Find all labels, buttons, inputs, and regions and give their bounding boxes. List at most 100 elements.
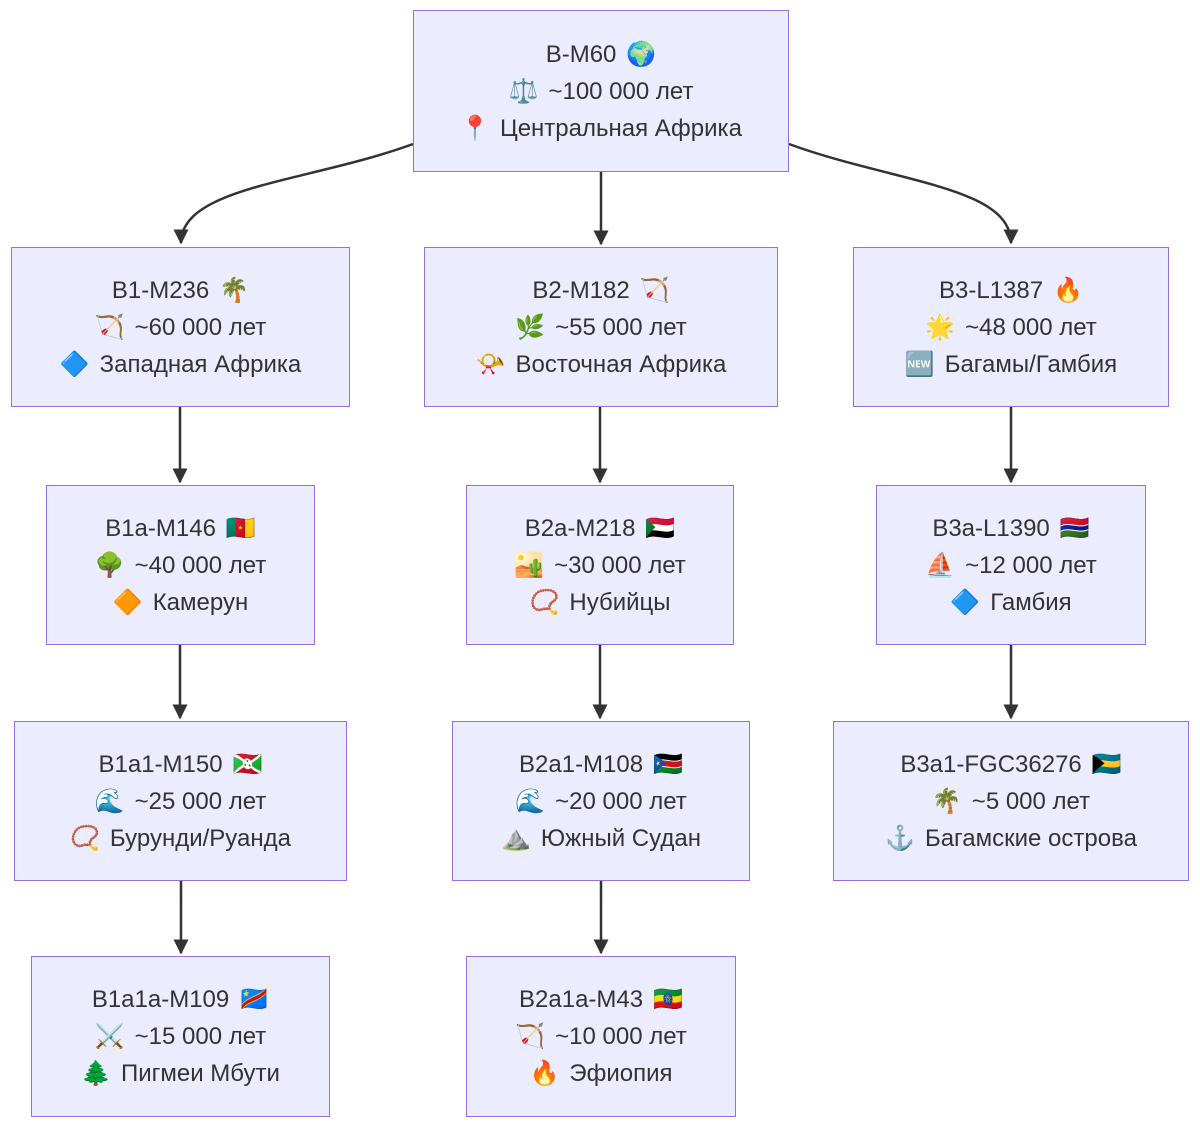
flag-sudan-icon: 🇸🇩 [645,514,676,542]
age-label: ~25 000 лет [134,787,267,815]
large-orange-diamond-icon: 🔶 [112,588,143,616]
flag-south-sudan-icon: 🇸🇸 [653,750,683,778]
bow-and-arrow-icon: 🏹 [639,276,670,304]
node-title: B2a1-M108 🇸🇸 [519,746,683,783]
node-title: B1a1a-M109 🇨🇩 [92,981,269,1018]
haplogroup-label: B1a1-M150 [98,750,223,778]
anchor-icon: ⚓ [885,824,915,852]
large-blue-diamond-icon: 🔷 [950,588,981,616]
node-age: 🌿 ~55 000 лет [515,309,687,346]
haplogroup-label: B1-M236 [111,276,210,304]
place-label: Эфиопия [569,1060,673,1087]
haplogroup-label: B3a-L1390 [932,514,1050,542]
evergreen-tree-icon: 🌲 [81,1060,111,1087]
place-label: Нубийцы [569,588,671,616]
place-label: Западная Африка [99,350,302,378]
place-label: Бурунди/Руанда [109,824,291,852]
bow-and-arrow-icon: 🏹 [515,1023,546,1050]
age-label: ~20 000 лет [555,787,687,815]
age-label: ~100 000 лет [548,77,694,105]
node-place: 📿 Нубийцы [529,584,670,621]
haplogroup-label: B3-L1387 [939,276,1044,304]
water-wave-icon: 🌊 [515,787,546,815]
node-b2a1a-m43: B2a1a-M43 🇪🇹 🏹 ~10 000 лет 🔥 Эфиопия [466,956,736,1117]
large-blue-diamond-icon: 🔷 [59,350,90,378]
edge-b-m60-to-b1-m236 [173,142,414,245]
node-b2-m182: B2-M182 🏹 🌿 ~55 000 лет 📯 Восточная Афри… [424,247,778,407]
node-b1a1-m150: B1a1-M150 🇧🇮 🌊 ~25 000 лет 📿 Бурунди/Руа… [14,721,347,881]
age-label: ~40 000 лет [134,551,267,579]
node-age: 🌊 ~20 000 лет [515,783,687,820]
postal-horn-icon: 📯 [475,350,506,378]
node-b3a1-fgc36276: B3a1-FGC36276 🇧🇸 🌴 ~5 000 лет ⚓ Багамски… [833,721,1189,881]
node-b2a-m218: B2a-M218 🇸🇩 🏜️ ~30 000 лет 📿 Нубийцы [466,485,734,645]
haplogroup-label: B2-M182 [532,276,630,304]
desert-icon: 🏜️ [514,551,545,579]
flag-bahamas-icon: 🇧🇸 [1091,750,1122,778]
crossed-swords-icon: ⚔️ [94,1023,125,1050]
place-label: Багамы/Гамбия [944,350,1118,378]
balance-scale-icon: ⚖️ [508,77,539,105]
node-place: 📿 Бурунди/Руанда [70,820,291,857]
fire-icon: 🔥 [529,1060,560,1087]
node-place: 🔥 Эфиопия [529,1055,672,1092]
haplogroup-label: B-M60 [545,40,617,68]
node-age: 🌳 ~40 000 лет [95,547,267,584]
node-age: 🏹 ~60 000 лет [95,309,267,346]
age-label: ~48 000 лет [965,313,1097,341]
palm-tree-icon: 🌴 [219,276,250,304]
node-age: 🏜️ ~30 000 лет [514,547,686,584]
node-title: B1-M236 🌴 [112,272,249,309]
node-b2a1-m108: B2a1-M108 🇸🇸 🌊 ~20 000 лет ⛰️ Южный Суда… [452,721,750,881]
node-place: 🔷 Западная Африка [60,346,302,383]
place-label: Гамбия [990,588,1072,616]
node-title: B-M60 🌍 [546,36,657,73]
globe-africa-icon: 🌍 [626,40,657,68]
node-b3-l1387: B3-L1387 🔥 🌟 ~48 000 лет 🆕 Багамы/Гамбия [853,247,1169,407]
glowing-star-icon: 🌟 [925,313,956,341]
haplogroup-label: B1a1a-M109 [91,986,230,1013]
flag-gambia-icon: 🇬🇲 [1059,514,1090,542]
age-label: ~5 000 лет [971,787,1091,815]
node-place: 🆕 Багамы/Гамбия [905,346,1117,383]
node-b1a-m146: B1a-M146 🇨🇲 🌳 ~40 000 лет 🔶 Камерун [46,485,315,645]
flag-burundi-icon: 🇧🇮 [232,750,263,778]
age-label: ~55 000 лет [555,313,687,341]
node-b-m60: B-M60 🌍 ⚖️ ~100 000 лет 📍 Центральная Аф… [413,10,789,172]
age-label: ~60 000 лет [134,313,267,341]
node-age: ⚖️ ~100 000 лет [509,73,694,110]
node-place: 🌲 Пигмеи Мбути [81,1055,280,1092]
haplogroup-label: B2a1-M108 [519,750,644,778]
node-title: B3a-L1390 🇬🇲 [932,510,1089,547]
flag-cameroon-icon: 🇨🇲 [225,514,256,542]
prayer-beads-icon: 📿 [70,824,100,852]
flag-dr-congo-icon: 🇨🇩 [239,986,270,1013]
water-wave-icon: 🌊 [94,787,125,815]
node-title: B3a1-FGC36276 🇧🇸 [900,746,1121,783]
mountain-icon: ⛰️ [501,824,531,852]
prayer-beads-icon: 📿 [529,588,560,616]
age-label: ~10 000 лет [555,1023,687,1050]
node-title: B2-M182 🏹 [532,272,669,309]
node-age: ⛵ ~12 000 лет [925,547,1097,584]
place-label: Пигмеи Мбути [120,1060,280,1087]
new-button-icon: 🆕 [904,350,935,378]
node-place: 📯 Восточная Африка [476,346,727,383]
place-label: Центральная Африка [499,114,742,142]
fire-icon: 🔥 [1053,276,1083,304]
haplogroup-label: B2a-M218 [524,514,636,542]
deciduous-tree-icon: 🌳 [94,551,125,579]
node-age: 🌟 ~48 000 лет [925,309,1097,346]
node-age: 🏹 ~10 000 лет [515,1018,687,1055]
node-title: B1a-M146 🇨🇲 [105,510,256,547]
place-label: Камерун [152,588,249,616]
bow-and-arrow-icon: 🏹 [94,313,125,341]
node-place: 🔷 Гамбия [950,584,1071,621]
node-b1a1a-m109: B1a1a-M109 🇨🇩 ⚔️ ~15 000 лет 🌲 Пигмеи Мб… [31,956,330,1117]
haplogroup-label: B3a1-FGC36276 [900,750,1082,778]
age-label: ~12 000 лет [965,551,1097,579]
node-title: B2a-M218 🇸🇩 [525,510,676,547]
haplogroup-label: B1a-M146 [105,514,216,542]
place-label: Южный Судан [540,824,701,852]
edge-b-m60-to-b3-l1387 [788,142,1019,245]
